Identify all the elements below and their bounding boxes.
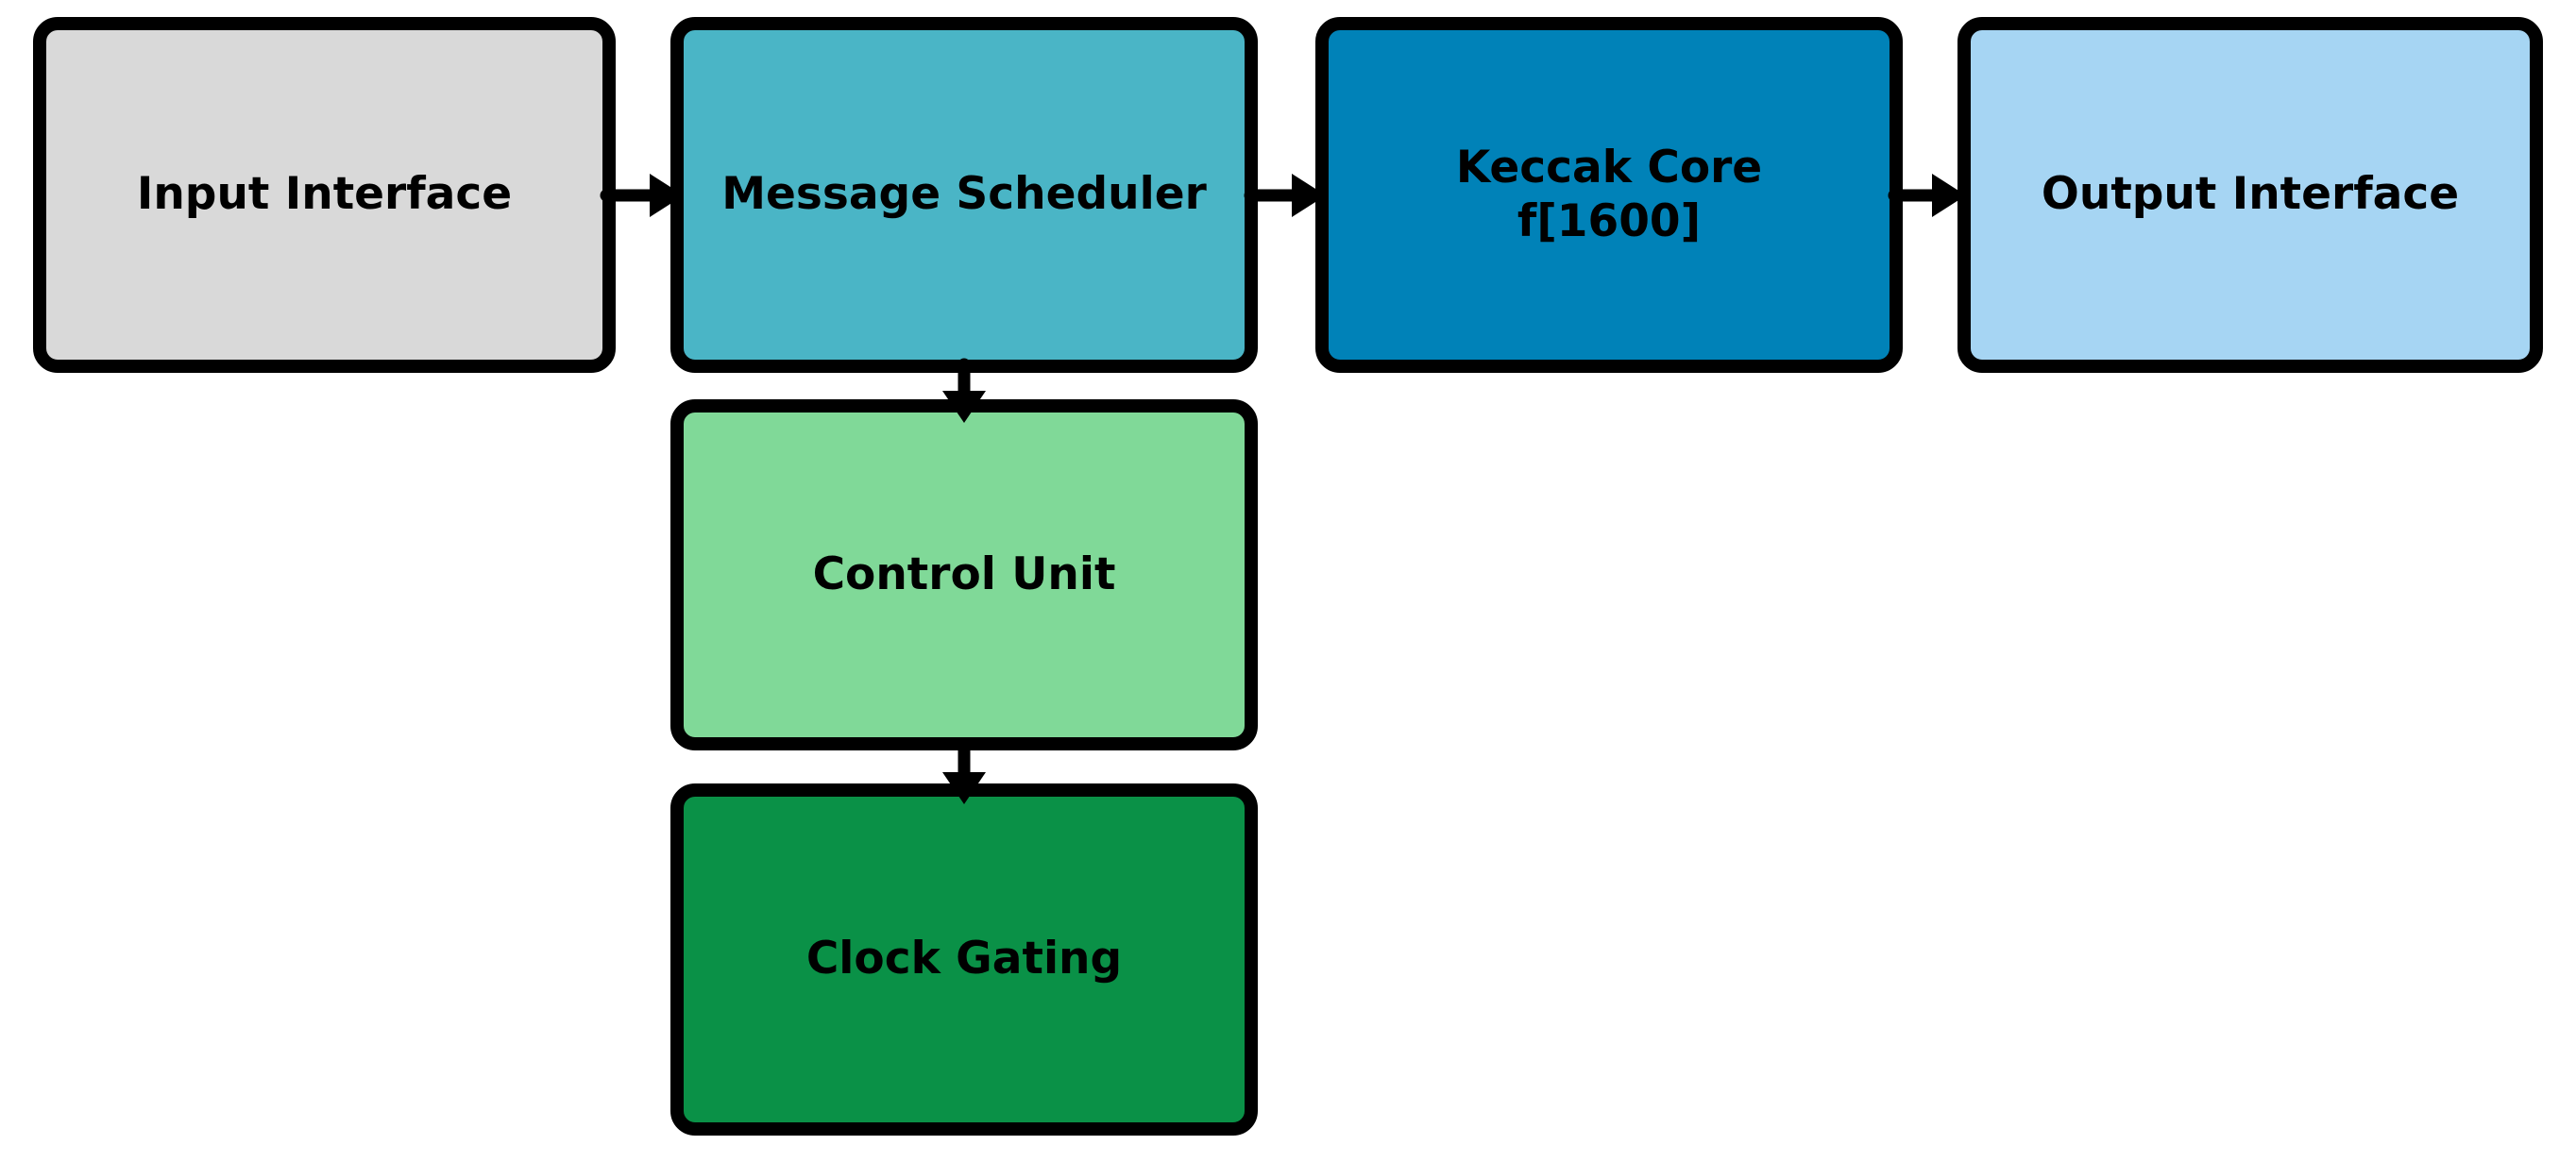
block-clock-gating: Clock Gating (670, 783, 1258, 1136)
block-message-scheduler-label: Message Scheduler (721, 168, 1207, 221)
block-control-unit: Control Unit (670, 399, 1258, 750)
block-control-unit-label: Control Unit (812, 547, 1116, 600)
block-message-scheduler: Message Scheduler (670, 17, 1258, 373)
block-output-interface: Output Interface (1957, 17, 2543, 373)
block-keccak-core-label-line1: Keccak Core (1455, 142, 1763, 194)
block-clock-gating-label: Clock Gating (805, 933, 1123, 985)
block-output-interface-label: Output Interface (2041, 168, 2460, 221)
block-keccak-core: Keccak Core f[1600] (1315, 17, 1903, 373)
block-keccak-core-label-line2: f[1600] (1517, 194, 1702, 247)
arrow-keccak-to-output (1888, 174, 1966, 217)
block-input-interface: Input Interface (33, 17, 616, 373)
arrow-scheduler-to-keccak (1244, 174, 1326, 217)
block-input-interface-label: Input Interface (136, 168, 513, 221)
